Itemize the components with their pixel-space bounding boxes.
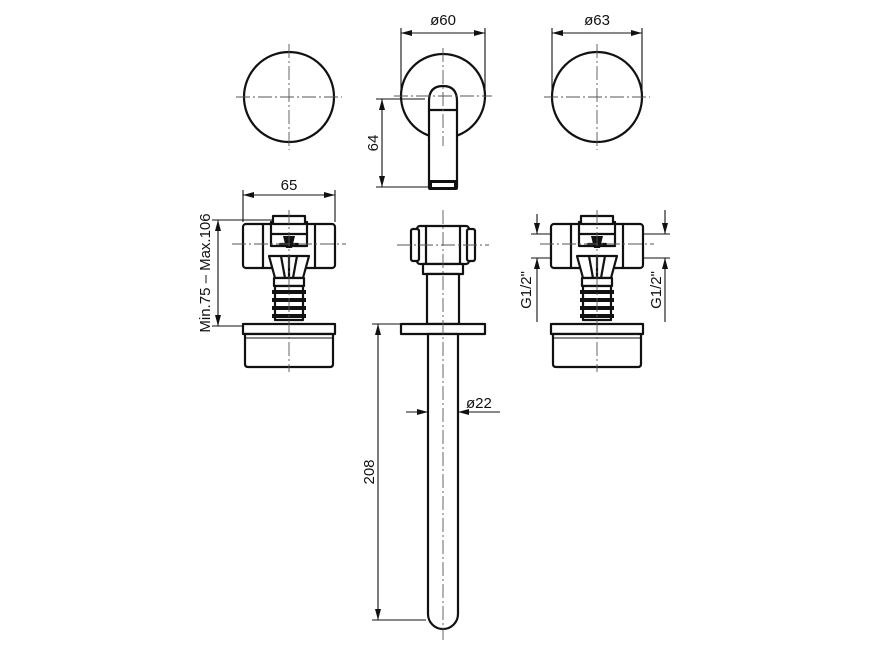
spout-side-view xyxy=(397,210,489,640)
dimension-spout-pipe: ø22 xyxy=(406,395,500,415)
dimension-handle-rosette: ø63 xyxy=(551,12,643,97)
dimension-spout-flange: ø60 xyxy=(400,12,486,96)
spout-top-view xyxy=(394,48,492,190)
label-spout-height: 64 xyxy=(365,135,382,152)
dimension-valve-width: 65 xyxy=(242,177,336,222)
dimension-thread-left: G1/2" xyxy=(518,214,552,322)
dimension-thread-right: G1/2" xyxy=(644,210,670,322)
dimension-spout-length: 208 xyxy=(361,323,426,621)
label-spout-length: 208 xyxy=(361,459,378,484)
label-thread-right: G1/2" xyxy=(648,271,665,309)
label-install-depth: Min.75 – Max.106 xyxy=(197,213,214,332)
handle-top-view-left xyxy=(236,44,342,150)
label-thread-left: G1/2" xyxy=(518,271,535,309)
valve-side-view-left xyxy=(232,210,346,372)
valve-side-view-right xyxy=(540,210,654,372)
handle-top-view-right xyxy=(544,44,650,150)
dimension-spout-height: 64 xyxy=(365,98,428,188)
label-spout-flange-diameter: ø60 xyxy=(430,12,456,29)
label-handle-rosette-diameter: ø63 xyxy=(584,12,610,29)
label-spout-pipe-diameter: ø22 xyxy=(466,395,492,412)
dimension-install-depth: Min.75 – Max.106 xyxy=(197,213,272,333)
label-valve-width: 65 xyxy=(281,177,298,194)
